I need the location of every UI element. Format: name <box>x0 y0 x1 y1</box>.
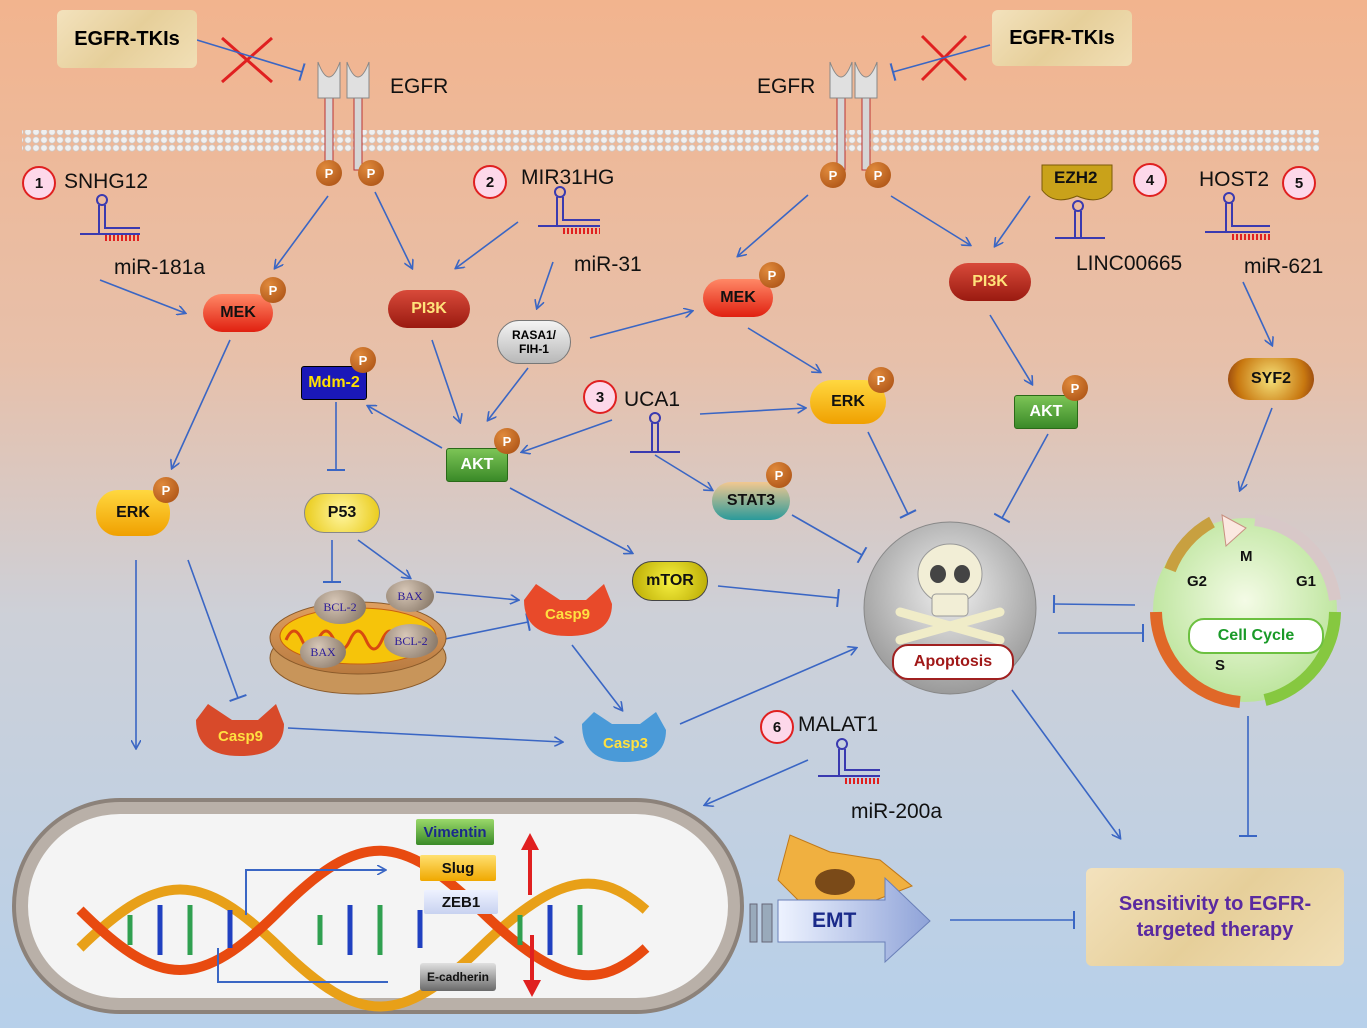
ezh2-shape <box>1041 164 1113 201</box>
phospho-tag: P <box>316 160 342 186</box>
bax-protein: BAX <box>300 636 346 668</box>
pathway-number-2: 2 <box>473 165 507 199</box>
pathway-number-1: 1 <box>22 166 56 200</box>
mirna-mir-200a: miR-200a <box>851 800 943 823</box>
node-pi3k-left: PI3K <box>388 290 470 328</box>
mirna-mir-31: miR-31 <box>574 253 642 276</box>
node-p53: P53 <box>304 493 380 533</box>
node-mek-right: MEK <box>703 279 773 317</box>
hairpin-icon-linc00665 <box>1055 200 1105 239</box>
phospho-tag: P <box>820 162 846 188</box>
phospho-tag: P <box>1062 375 1088 401</box>
gene-slug: Slug <box>420 855 496 881</box>
node-mdm2: Mdm-2 <box>301 366 367 400</box>
emt-cell <box>777 834 913 903</box>
phospho-tag: P <box>350 347 376 373</box>
phospho-tag: P <box>865 162 891 188</box>
node-akt-left: AKT <box>446 448 508 482</box>
lncrna-snhg12: SNHG12 <box>64 170 149 193</box>
gene-vimentin: Vimentin <box>416 819 494 845</box>
node-rasa1-fih1: RASA1/ FIH-1 <box>497 320 571 364</box>
lncrna-linc00665: LINC00665 <box>1076 252 1183 275</box>
lncrna-host2: HOST2 <box>1199 168 1270 191</box>
ezh2-label: EZH2 <box>1054 168 1098 187</box>
node-pi3k-right: PI3K <box>949 263 1031 301</box>
bcl2-protein: BCL-2 <box>384 624 438 658</box>
lncrna-uca1: UCA1 <box>624 388 681 411</box>
egfr-tkis-label-right: EGFR-TKIs <box>992 10 1132 66</box>
apoptosis-label: Apoptosis <box>892 644 1014 680</box>
cell-cycle-label: Cell Cycle <box>1188 618 1324 654</box>
activation-arrows <box>99 191 1272 838</box>
hairpin-icon-malat1 <box>818 738 880 784</box>
transcription-lines <box>217 870 388 983</box>
outcome-sensitivity-box: Sensitivity to EGFR-targeted therapy <box>1086 868 1344 966</box>
gene-e-cadherin: E-cadherin <box>420 963 496 991</box>
lncrna-malat1: MALAT1 <box>798 713 879 736</box>
bax-protein: BAX <box>386 580 434 612</box>
phase-s: S <box>1215 657 1226 674</box>
node-akt-right: AKT <box>1014 395 1078 429</box>
node-syf2: SYF2 <box>1228 358 1314 400</box>
casp3-shape <box>582 712 666 762</box>
casp3-label: Casp3 <box>603 735 649 752</box>
egfr-label-right: EGFR <box>757 75 816 98</box>
phase-m: M <box>1240 548 1253 565</box>
casp9-shape-a <box>524 584 612 636</box>
bcl2-protein: BCL-2 <box>314 590 366 624</box>
phase-g2: G2 <box>1187 573 1208 590</box>
inhibition-cross-left <box>221 36 273 84</box>
phospho-tag: P <box>358 160 384 186</box>
pathway-number-6: 6 <box>760 710 794 744</box>
casp9-label-b: Casp9 <box>218 728 264 745</box>
phospho-tag: P <box>868 367 894 393</box>
pathway-number-4: 4 <box>1133 163 1167 197</box>
pathway-number-3: 3 <box>583 380 617 414</box>
node-mek-left: MEK <box>203 294 273 332</box>
egfr-receptor-left <box>317 61 370 171</box>
node-stat3: STAT3 <box>712 482 790 520</box>
casp9-label-a: Casp9 <box>545 606 591 623</box>
egfr-tkis-label-left: EGFR-TKIs <box>57 10 197 68</box>
hairpin-icon-mir31hg <box>538 186 600 234</box>
phospho-tag: P <box>260 277 286 303</box>
hairpin-icon-uca1 <box>630 412 680 453</box>
emt-label: EMT <box>812 909 857 932</box>
cell-cycle-wheel <box>1150 514 1341 708</box>
egfr-label-left: EGFR <box>390 75 449 98</box>
dna-helix <box>76 845 650 1012</box>
casp9-shape-b <box>196 704 284 756</box>
gene-zeb1: ZEB1 <box>424 890 498 914</box>
phospho-tag: P <box>153 477 179 503</box>
hairpin-icon-snhg12 <box>80 194 140 241</box>
mirna-mir-621: miR-621 <box>1244 255 1324 278</box>
pathway-number-5: 5 <box>1282 166 1316 200</box>
egfr-receptor-right <box>829 61 878 171</box>
node-mtor: mTOR <box>632 561 708 601</box>
emt-arrow <box>749 876 931 964</box>
phase-g1: G1 <box>1296 573 1317 590</box>
lncrna-mir31hg: MIR31HG <box>521 166 615 189</box>
phospho-tag: P <box>494 428 520 454</box>
phospho-tag: P <box>759 262 785 288</box>
regulation-arrows <box>521 833 541 997</box>
mirna-mir-181a: miR-181a <box>114 256 206 279</box>
inhibition-lines <box>187 39 1257 929</box>
hairpin-icon-host2 <box>1205 192 1270 240</box>
cell-membrane <box>22 130 1319 152</box>
phospho-tag: P <box>766 462 792 488</box>
